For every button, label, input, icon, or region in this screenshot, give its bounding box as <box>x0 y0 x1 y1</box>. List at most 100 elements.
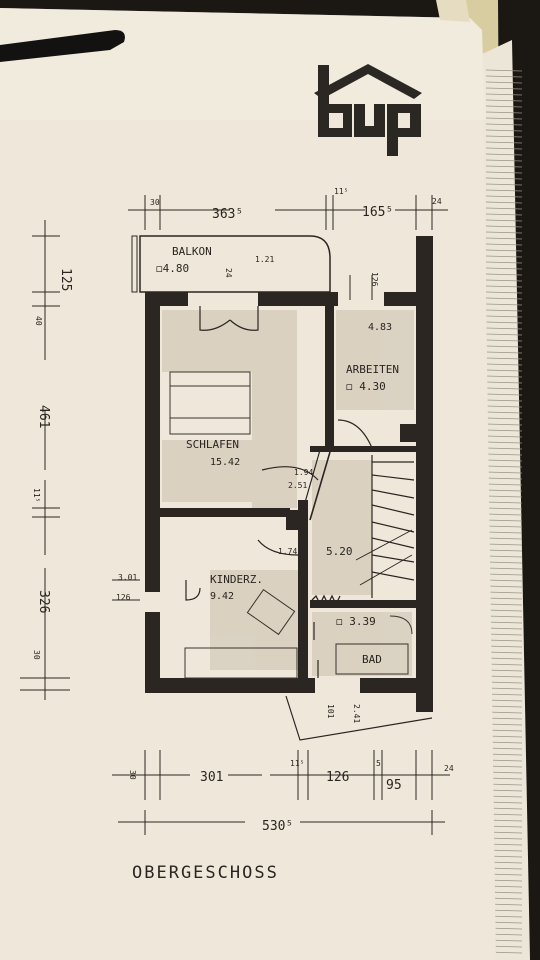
dim-bottom-6: 24 <box>444 764 454 773</box>
floor-plan <box>131 235 433 712</box>
ledger-line <box>485 75 523 78</box>
dim-inner-7: 2.41 <box>352 704 361 723</box>
dim-bottom-5: 95 <box>386 778 402 793</box>
dim-bottom-4: 5 <box>376 759 381 768</box>
room-kinder-name: KINDERZ. <box>210 573 263 586</box>
ledger-line <box>485 159 523 162</box>
ledger-line <box>485 213 523 216</box>
dim-total: 530⁵ <box>262 819 293 834</box>
ledger-line <box>485 141 523 144</box>
dim-left-4: 326 <box>36 590 51 613</box>
ledger-line <box>485 549 523 552</box>
ledger-line <box>485 687 523 690</box>
ledger-line <box>485 135 523 138</box>
ledger-line <box>485 291 523 294</box>
ledger-line <box>485 303 523 306</box>
dim-top-1: 363⁵ <box>212 207 243 222</box>
dimension-lines <box>20 195 450 835</box>
ledger-line <box>485 375 523 378</box>
ledger-line <box>485 471 523 474</box>
dim-left-0: 125 <box>58 268 73 291</box>
ledger-line <box>485 207 523 210</box>
ledger-line <box>485 93 523 96</box>
room-labels: BALKON ◻4.80 4.83 ARBEITEN ◻ 4.30 SCHLAF… <box>156 245 399 666</box>
ledger-line <box>485 357 523 360</box>
ledger-line <box>485 297 523 300</box>
ledger-line <box>485 645 523 648</box>
ledger-line <box>485 381 523 384</box>
ledger-line <box>485 459 523 462</box>
ledger-line <box>485 387 523 390</box>
ledger-line <box>485 261 523 264</box>
ledger-line <box>485 201 523 204</box>
ledger-line <box>485 519 523 522</box>
floor-title: OBERGESCHOSS <box>132 863 279 883</box>
ledger-line <box>485 285 523 288</box>
ledger-line <box>485 339 523 342</box>
ledger-line <box>485 255 523 258</box>
ledger-line <box>485 321 523 324</box>
ledger-line <box>485 219 523 222</box>
ledger-line <box>485 585 523 588</box>
ledger-line <box>485 579 523 582</box>
ledger-line <box>485 657 523 660</box>
ledger-line <box>485 279 523 282</box>
room-bad-area: ◻ 3.39 <box>336 615 376 628</box>
ledger-line <box>485 231 523 234</box>
bup-logo <box>314 64 422 156</box>
ledger-line <box>485 441 523 444</box>
staircase <box>299 449 415 598</box>
ledger-line <box>485 495 523 498</box>
ledger-line <box>485 435 523 438</box>
dim-top-2: 11⁵ <box>334 187 348 196</box>
ledger-line <box>485 453 523 456</box>
ledger-line <box>485 273 523 276</box>
dim-inner-6: 101 <box>326 704 335 719</box>
ledger-line <box>485 351 523 354</box>
dim-bottom-3: 126 <box>326 770 349 785</box>
ledger-line <box>485 507 523 510</box>
room-balkon-name: BALKON <box>172 245 212 258</box>
ledger-line <box>485 117 523 120</box>
dim-inner-9: 1.74 <box>278 547 297 556</box>
dim-left-1: 40 <box>34 316 43 326</box>
ledger-line <box>485 105 523 108</box>
ledger-line <box>485 111 523 114</box>
ledger-line <box>485 627 523 630</box>
ledger-line <box>485 87 523 90</box>
ledger-line <box>485 633 523 636</box>
ledger-line <box>485 333 523 336</box>
ledger-line <box>485 267 523 270</box>
room-schlafen-area: 15.42 <box>210 457 240 468</box>
ledger-line <box>485 501 523 504</box>
ledger-line <box>485 165 523 168</box>
dim-inner-8: 1.94 <box>294 468 313 477</box>
ledger-line <box>485 243 523 246</box>
ledger-line <box>485 513 523 516</box>
ledger-line <box>485 99 523 102</box>
ledger-line <box>485 225 523 228</box>
furniture <box>169 371 413 679</box>
ledger-line <box>485 393 523 396</box>
ledger-line <box>485 177 523 180</box>
ledger-line <box>485 237 523 240</box>
dim-left-3: 11⁵ <box>32 488 41 502</box>
ledger-line <box>485 411 523 414</box>
dim-bottom-0: 30 <box>128 770 137 780</box>
ledger-line <box>485 597 523 600</box>
ledger-line <box>485 621 523 624</box>
ledger-line <box>485 675 523 678</box>
ledger-line <box>485 417 523 420</box>
dim-top-4: 24 <box>432 197 442 206</box>
room-schlafen-name: SCHLAFEN <box>186 438 239 451</box>
ledger-line <box>485 693 523 696</box>
ledger-line <box>485 81 523 84</box>
ledger-line <box>485 489 523 492</box>
ledger-line <box>485 525 523 528</box>
ledger-line <box>485 543 523 546</box>
ledger-line <box>485 483 523 486</box>
room-bad-name: BAD <box>362 653 382 666</box>
ledger-line <box>485 615 523 618</box>
dim-inner-5: 24 <box>224 268 233 278</box>
room-arbeiten-area: ◻ 4.30 <box>346 380 386 393</box>
